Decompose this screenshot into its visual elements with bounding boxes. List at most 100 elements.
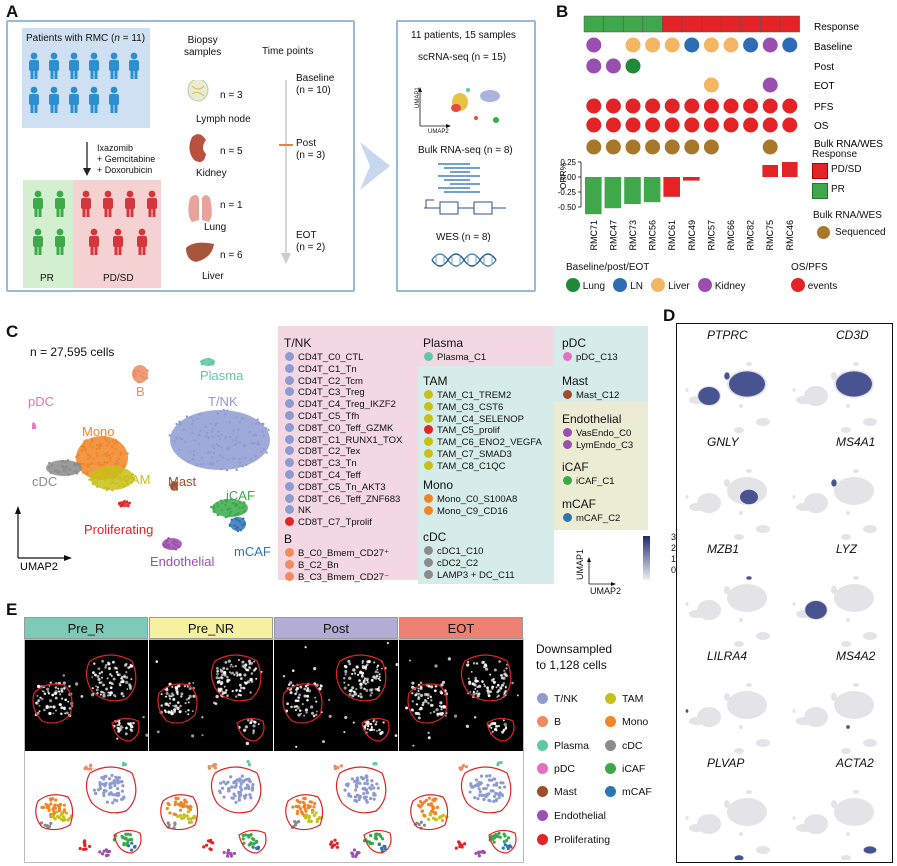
panel-label-b: B [556,2,569,21]
gene-label: ACTA2 [836,756,874,770]
legend-swatch [537,693,548,704]
bulk-dot [762,139,778,155]
legend-sequenced-label: Sequenced [835,227,886,238]
panel-e-legend-item: Mast [537,786,577,798]
panel-label-c: C [6,322,19,341]
site-dot [605,58,621,74]
umap-cluster [228,517,246,533]
cluster-label: Endothelial [150,554,214,569]
feature-plot [685,469,770,540]
person-icon [29,86,39,113]
legend-item: CD4T_C0_CTL [285,352,363,363]
biopsy-lung-n: n = 1 [220,200,243,211]
os-dot [586,117,602,133]
timepoints-header: Time points [262,46,314,57]
legend-group-title-mono: Mono [423,478,454,492]
site-dot [625,37,641,53]
legend-item: CD8T_C2_Tex [285,446,360,457]
site-dot [625,58,641,74]
person-icon [81,190,91,217]
legend-item: B_C3_Bmem_CD27⁻ [285,571,389,583]
gene-label: LYZ [836,542,857,556]
legend-sites: Lung LN Liver Kidney [566,278,745,292]
response-cell [779,15,800,33]
patient-label: RMC66 [726,220,736,251]
mini-umap [418,87,500,128]
pfs-dot [586,98,602,114]
response-cell [603,15,624,33]
downsampled-scatter [274,751,398,863]
umap-cluster [132,365,149,384]
y-tick-label: 0.00 [560,173,576,182]
panel-e-legend-item: pDC [537,763,575,775]
treatment-text: Ixazomib + Gemcitabine + Doxorubicin [97,143,156,175]
treatment-arrow-icon [83,142,91,176]
person-icon [129,52,139,79]
person-icon [109,86,119,113]
site-dot [586,37,602,53]
cluster-label: pDC [28,394,54,409]
panel-e-legend-item: Proliferating [537,834,610,846]
gene-label: MS4A2 [836,649,876,663]
legend-swatch [285,422,294,432]
legend-swatch [563,352,572,361]
cluster-label: TAM [124,472,150,487]
orr-bar [604,177,622,209]
legend-item: cDC2_C2 [424,557,478,569]
feature-plot [685,576,770,647]
panel-e-legend-item: Mono [605,716,648,728]
row-label: Response [814,22,859,33]
legend-swatch [424,401,433,411]
site-dot [762,77,778,93]
panel-e-legend-item: mCAF [605,786,652,798]
person-icon [89,52,99,79]
response-cell [662,15,683,33]
legend-group-title-mast: Mast [562,374,589,388]
patient-label: RMC75 [765,220,775,251]
gene-label: PTPRC [707,328,748,342]
umap-cluster [88,464,136,492]
legend-swatch [285,363,294,373]
legend-sequenced-dot [817,226,830,239]
condition-header: EOT [399,617,523,639]
feature-plot [792,790,877,860]
legend-swatch [424,352,433,361]
mini-umap1: UMAP1 [415,87,421,108]
mini-umap2: UMAP2 [428,129,449,135]
legend-item: CD4T_C5_Tfh [285,411,359,422]
site-dot [703,77,719,93]
dna-icon [431,253,497,267]
feature-plot [792,576,877,647]
pfs-dot [743,98,759,114]
panel-label-e: E [6,600,18,619]
pfs-dot [625,98,641,114]
legend-item: Plasma_C1 [424,352,486,363]
scale-umap2: UMAP2 [590,586,622,596]
feature-plot [792,469,877,540]
umap1-label: UMAP1 [12,517,13,555]
liver-icon [186,242,214,262]
y-tick-label: 0.25 [560,158,576,167]
scale-umap1: UMAP1 [575,548,585,580]
row-label: Baseline [814,42,853,53]
biopsy-kidney-n: n = 5 [220,146,243,157]
wes-text: WES (n = 8) [436,232,491,243]
bulk-dot [605,139,621,155]
patients-icons [29,52,139,113]
y-axis-label: ORR% [558,162,568,189]
legend-swatch [424,437,433,447]
biopsy-liver-n: n = 6 [220,250,243,261]
gene-label: GNLY [707,435,739,449]
os-dot [762,117,778,133]
os-dot [625,117,641,133]
umap-cluster [200,358,215,366]
response-cell [760,15,781,33]
cluster-label: iCAF [226,488,255,503]
flow-chevron-icon [360,142,390,190]
legend-item: VasEndo_C0 [563,428,631,439]
legend-pr-swatch [812,183,828,199]
legend-group-title-cdc: cDC [423,530,447,544]
row-label: Post [814,62,834,73]
person-icon [137,228,147,255]
legend-swatch [424,569,433,579]
